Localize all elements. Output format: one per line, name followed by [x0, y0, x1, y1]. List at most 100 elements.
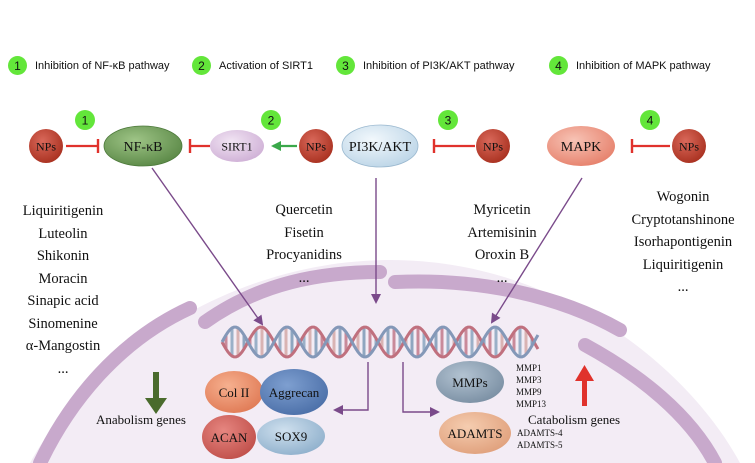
compound-item: Liquiritigenin: [642, 256, 724, 273]
legend-badge: 2: [192, 56, 211, 75]
compound-item: α-Mangostin: [25, 338, 101, 354]
sirt1-node: SIRT1: [210, 130, 264, 162]
svg-text:Aggrecan: Aggrecan: [269, 385, 320, 400]
adamts-list: ADAMTS-4 ADAMTS-5: [517, 427, 563, 451]
svg-text:3: 3: [445, 114, 452, 128]
nfkb-node: NF-κB: [103, 125, 183, 167]
compound-item: ...: [57, 360, 69, 377]
cell-membrane-right: [388, 274, 627, 337]
aggrecan-blob: Aggrecan: [260, 369, 328, 415]
compound-item: Cryptotanshinone: [631, 211, 735, 228]
sox9-blob: SOX9: [257, 417, 325, 455]
catabolism-genes-label: Catabolism genes: [528, 412, 621, 427]
compound-list-mapk: Wogonin Cryptotanshinone Isorhapontigeni…: [614, 186, 752, 299]
arrow-mapk-to-dna: [490, 177, 583, 324]
compound-item: ...: [298, 269, 310, 286]
arrow-dna-to-adamts: [402, 362, 440, 417]
compound-item: Sinomenine: [28, 315, 98, 332]
nps-node-1: NPs: [29, 129, 63, 163]
mmp-item: MMP9: [516, 387, 542, 397]
nps-node-4: NPs: [672, 129, 706, 163]
svg-text:2: 2: [268, 114, 275, 128]
compound-item: Myricetin: [473, 202, 531, 218]
compound-item: Moracin: [38, 270, 88, 287]
mmp-item: MMP13: [516, 399, 547, 409]
badge-4: 4: [640, 110, 660, 130]
legend-item-1: 1 Inhibition of NF-κB pathway: [8, 56, 170, 75]
mapk-label: MAPK: [561, 140, 601, 155]
col-ii-blob: Col II: [205, 371, 263, 413]
legend-label: Inhibition of PI3K/AKT pathway: [363, 59, 515, 72]
legend-item-3: 3 Inhibition of PI3K/AKT pathway: [336, 56, 514, 75]
nps-node-2: NPs: [299, 129, 333, 163]
mapk-node: MAPK: [547, 126, 615, 166]
mmp-item: MMP3: [516, 375, 542, 385]
compound-item: Shikonin: [36, 248, 90, 264]
anabolism-down-arrow: [145, 372, 167, 414]
cell-membrane-left: [33, 301, 197, 463]
sirt1-label: SIRT1: [221, 140, 252, 154]
arrow-dna-to-anabolic: [333, 362, 369, 415]
adamts-blob: ADAMTS: [439, 412, 511, 454]
compound-list-pi3k: Myricetin Artemisinin Oroxin B ...: [452, 199, 552, 289]
badge-2: 2: [261, 110, 281, 130]
compound-item: Artemisinin: [467, 224, 537, 241]
mmp-item: MMP1: [516, 363, 542, 373]
nps-node-3: NPs: [476, 129, 510, 163]
anabolism-genes-label: Anabolism genes: [96, 412, 186, 427]
compound-item: ...: [677, 279, 689, 295]
svg-text:SOX9: SOX9: [275, 429, 308, 444]
dna-helix: [220, 325, 540, 359]
pi3k-label: PI3K/AKT: [349, 140, 412, 155]
compound-item: Fisetin: [284, 224, 324, 241]
legend-badge: 4: [549, 56, 568, 75]
dna-strand-b: [220, 325, 540, 359]
badge-3: 3: [438, 110, 458, 130]
legend-badge: 1: [8, 56, 27, 75]
nps-label: NPs: [36, 140, 56, 154]
nps-label: NPs: [483, 140, 503, 154]
cell-membrane-center: [198, 265, 387, 329]
compound-list-sirt1: Quercetin Fisetin Procyanidins ...: [252, 199, 356, 289]
svg-text:Col II: Col II: [219, 385, 250, 400]
compound-item: Quercetin: [275, 202, 333, 218]
legend-item-4: 4 Inhibition of MAPK pathway: [549, 56, 711, 75]
adamts-item: ADAMTS-4: [517, 428, 563, 438]
nps-label: NPs: [679, 140, 699, 154]
compound-item: Procyanidins: [266, 247, 342, 263]
legend-badge: 3: [336, 56, 355, 75]
compound-item: Oroxin B: [474, 247, 530, 263]
compound-item: ...: [496, 269, 508, 286]
legend-item-2: 2 Activation of SIRT1: [192, 56, 313, 75]
badge-1: 1: [75, 110, 95, 130]
compound-item: Wogonin: [656, 189, 710, 205]
acan-blob: ACAN: [202, 415, 256, 459]
cell-membrane-far-right: [578, 338, 722, 463]
mmps-blob: MMPs: [436, 361, 504, 403]
arrow-nfkb-to-dna: [151, 167, 264, 326]
svg-text:ACAN: ACAN: [211, 430, 248, 445]
compound-item: Isorhapontigenin: [633, 234, 733, 250]
svg-text:1: 1: [82, 114, 89, 128]
legend-label: Activation of SIRT1: [219, 59, 313, 72]
compound-item: Sinapic acid: [27, 293, 99, 309]
compound-list-nfkb: Liquiritigenin Luteolin Shikonin Moracin…: [8, 200, 118, 380]
inhibit-sirt1-nfkb: [188, 139, 210, 153]
inhibit-nps-nfkb: [66, 139, 100, 153]
adamts-item: ADAMTS-5: [517, 440, 563, 450]
pi3k-node: PI3K/AKT: [341, 124, 419, 168]
legend-label: Inhibition of NF-κB pathway: [35, 59, 170, 72]
nps-label: NPs: [306, 140, 326, 154]
inhibit-nps-pi3k: [432, 139, 475, 153]
compound-item: Liquiritigenin: [22, 203, 104, 219]
inhibit-nps-mapk: [630, 139, 670, 153]
svg-text:ADAMTS: ADAMTS: [448, 426, 503, 441]
nfkb-label: NF-κB: [124, 140, 163, 155]
catabolism-up-arrow: [575, 365, 594, 406]
svg-text:MMPs: MMPs: [452, 375, 487, 390]
legend-label: Inhibition of MAPK pathway: [576, 59, 711, 72]
compound-item: Luteolin: [38, 225, 88, 242]
svg-text:4: 4: [647, 114, 654, 128]
mmp-list: MMP1 MMP3 MMP9 MMP13: [516, 362, 546, 410]
